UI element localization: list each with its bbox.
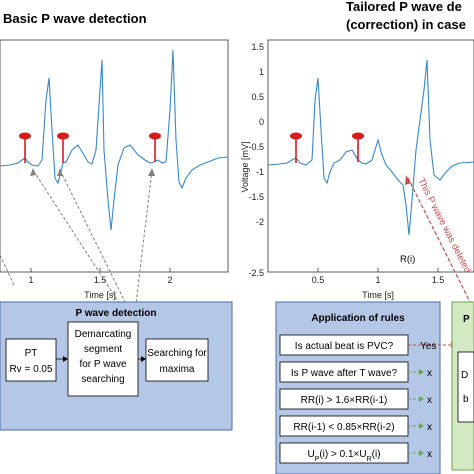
- search-line1: Searching for: [147, 348, 207, 359]
- x-label-2: x: [427, 368, 432, 379]
- search-line2: maxima: [159, 364, 194, 375]
- p-marker-2: [57, 132, 69, 140]
- deleted-arrow-head: [405, 175, 411, 185]
- rules-box-title: Application of rules: [311, 313, 405, 324]
- pt-box: [5, 338, 57, 382]
- left-plot-frame: [0, 39, 229, 273]
- left-xtick-1: 1: [28, 275, 33, 285]
- demarc-to-search-arrowhead: [141, 356, 146, 362]
- arrow-line-4: [0, 254, 15, 286]
- pwave-detection-panel: P wave detection PT Rv = 0.05 Demarcatin…: [0, 301, 233, 431]
- right-ylabel: Voltage [mV]: [240, 141, 250, 192]
- left-panel-title: Basic P wave detection: [3, 11, 147, 26]
- correction-inner-box: [457, 351, 474, 423]
- pt-to-demarc-arrowhead: [63, 356, 68, 362]
- rule-5: UP(i) > 0.1×UR(i): [307, 449, 380, 463]
- right-xtick-2: 1: [375, 275, 380, 285]
- demarc-line2: segment: [84, 344, 123, 355]
- left-xtick-2: 1.5: [94, 275, 107, 285]
- deleted-arrow-line: [407, 177, 474, 311]
- right-xtick-3: 1.5: [432, 275, 445, 285]
- correction-line1: P: [463, 314, 470, 325]
- right-panel-title-line1: Tailored P wave de: [346, 0, 462, 14]
- right-xlabel: Time [s]: [362, 290, 394, 300]
- x-arrow-head-3: [419, 396, 424, 402]
- arrow-line-3: [134, 169, 153, 313]
- rules-panel: Application of rules Is actual beat is P…: [275, 301, 457, 474]
- x-label-4: x: [427, 422, 432, 433]
- x-arrow-head-4: [419, 423, 424, 429]
- right-ytick-4: 0: [259, 117, 264, 127]
- rule-3: RR(i) > 1.6×RR(i-1): [301, 395, 388, 406]
- right-ytick-2: 1: [259, 67, 264, 77]
- demarc-line1: Demarcating: [75, 329, 132, 340]
- search-box: [145, 338, 209, 382]
- correction-line3: b: [463, 394, 469, 405]
- detection-arrows: [0, 169, 153, 313]
- p-marker-1: [19, 132, 31, 140]
- right-p-marker-2: [352, 132, 364, 140]
- rule-4: RR(i-1) < 0.85×RR(i-2): [293, 422, 394, 433]
- x-arrow-head-2: [419, 369, 424, 375]
- demarc-line4: searching: [81, 374, 124, 385]
- yes-label: Yes: [420, 341, 436, 352]
- ri-label: R(i): [400, 254, 415, 265]
- arrow-line-1: [32, 169, 126, 313]
- rule-2: Is P wave after T wave?: [291, 368, 398, 379]
- correction-line2: D: [461, 370, 468, 381]
- x-label-5: x: [427, 449, 432, 460]
- right-ytick-6: -1: [256, 167, 264, 177]
- arrow-head-2: [57, 168, 63, 176]
- left-xlabel: Time [s]: [84, 290, 116, 300]
- right-plot-frame: [267, 39, 474, 273]
- right-ytick-9: -2.5: [248, 268, 264, 278]
- right-p-marker-1: [290, 132, 302, 140]
- demarc-line3: for P wave: [79, 359, 126, 370]
- arrow-head-3: [148, 168, 155, 176]
- p-marker-3: [149, 132, 161, 140]
- right-yticks: 1.5 1 0.5 0 -0.5 -1 -1.5 -2 -2.5: [248, 42, 264, 278]
- x-arrows: [408, 371, 420, 454]
- right-ytick-5: -0.5: [248, 142, 264, 152]
- pwave-box-title: P wave detection: [76, 308, 157, 319]
- pt-label-line2: Rv = 0.05: [9, 364, 53, 375]
- right-ytick-8: -2: [256, 217, 264, 227]
- right-ecg-trace: [267, 59, 474, 236]
- correction-panel: P D b: [451, 301, 474, 471]
- x-label-3: x: [427, 395, 432, 406]
- right-ytick-7: -1.5: [248, 192, 264, 202]
- right-xtick-1: 0.5: [312, 275, 325, 285]
- right-ytick-3: 0.5: [251, 92, 264, 102]
- rule-1: Is actual beat is PVC?: [295, 341, 394, 352]
- arrow-line-2: [59, 169, 131, 313]
- x-arrow-head-5: [419, 450, 424, 456]
- left-ecg-trace: [0, 49, 229, 231]
- arrow-head-1: [30, 168, 36, 176]
- right-plot: Voltage [mV] 1.5 1 0.5 0 -0.5 -1 -1.5 -2…: [240, 39, 474, 300]
- left-xtick-3: 2: [167, 275, 172, 285]
- left-plot: 1 1.5 2 Time [s]: [0, 39, 229, 300]
- pt-label-line1: PT: [25, 348, 38, 359]
- right-panel-title-line2: (correction) in case: [346, 17, 466, 32]
- right-ytick-1: 1.5: [251, 42, 264, 52]
